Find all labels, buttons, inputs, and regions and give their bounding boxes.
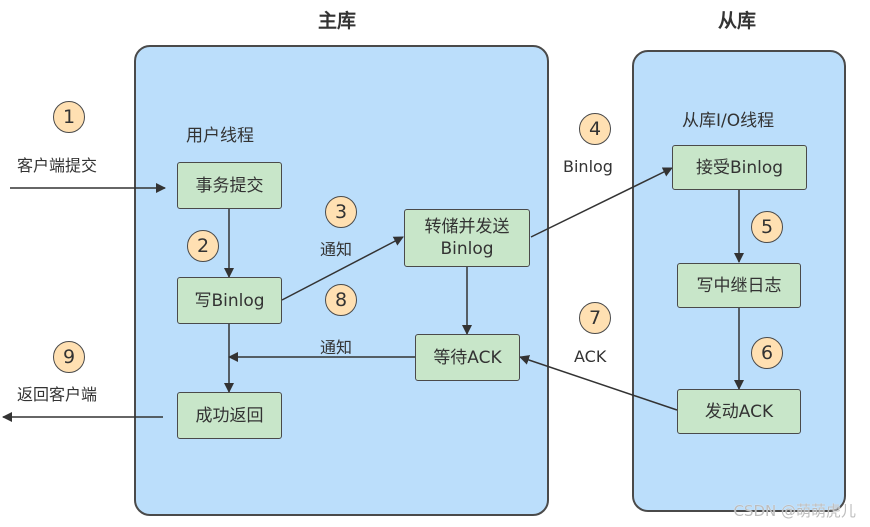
box-transaction-commit: 事务提交 xyxy=(177,162,282,209)
slave-io-thread-label: 从库I/O线程 xyxy=(682,111,775,131)
step-label-client-commit: 客户端提交 xyxy=(17,156,98,175)
step-badge-4: 4 xyxy=(579,113,611,145)
step-label-ack: ACK xyxy=(574,347,607,366)
box-send-ack: 发动ACK xyxy=(677,389,801,434)
box-write-relay-log: 写中继日志 xyxy=(677,263,801,308)
box-receive-binlog: 接受Binlog xyxy=(672,145,807,190)
step-badge-6: 6 xyxy=(751,337,783,369)
step-badge-7: 7 xyxy=(579,302,611,334)
step-label-binlog: Binlog xyxy=(563,157,613,176)
step-label-notify-3: 通知 xyxy=(320,240,353,259)
watermark: CSDN @萌萌虎儿 xyxy=(733,502,856,520)
arrow-ack-to-wait xyxy=(519,355,678,411)
box-return-success: 成功返回 xyxy=(177,392,282,439)
step-badge-9: 9 xyxy=(53,341,85,373)
box-wait-ack: 等待ACK xyxy=(415,334,520,381)
slave-title: 从库 xyxy=(718,10,757,32)
step-badge-1: 1 xyxy=(53,101,85,133)
step-label-notify-8: 通知 xyxy=(320,338,353,357)
step-badge-5: 5 xyxy=(751,211,783,243)
box-write-binlog: 写Binlog xyxy=(177,277,282,324)
box-dump-send-binlog: 转储并发送 Binlog xyxy=(404,209,530,267)
step-badge-3: 3 xyxy=(325,196,357,228)
arrow-dump-to-receive xyxy=(530,167,673,238)
arrow-binlog-to-dump xyxy=(281,236,404,301)
master-title: 主库 xyxy=(318,10,357,32)
step-badge-8: 8 xyxy=(325,284,357,316)
step-badge-2: 2 xyxy=(187,230,219,262)
user-thread-label: 用户线程 xyxy=(186,126,254,146)
step-label-return-client: 返回客户端 xyxy=(17,385,98,404)
